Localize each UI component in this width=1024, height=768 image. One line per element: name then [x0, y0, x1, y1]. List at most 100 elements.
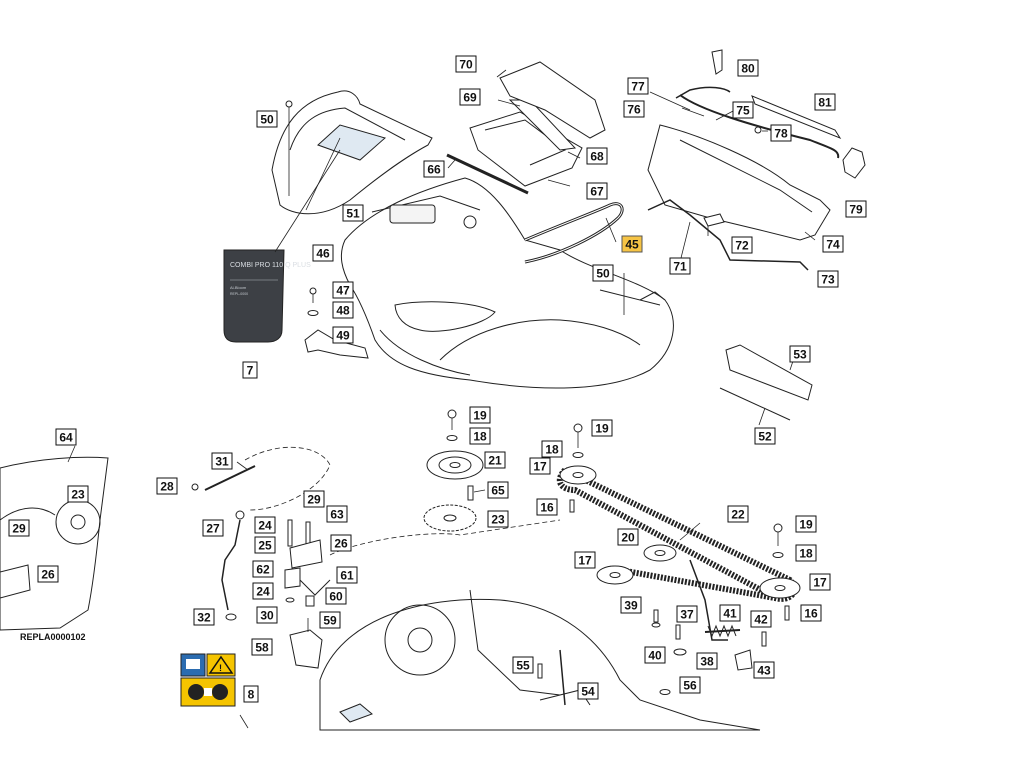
callout-label: 37 — [680, 608, 694, 622]
callout-18c: 18 — [795, 544, 817, 562]
callout-label: 24 — [256, 585, 270, 599]
callout-label: 38 — [700, 655, 714, 669]
callout-label: 31 — [215, 455, 229, 469]
callout-24b: 24 — [252, 582, 274, 600]
callout-label: 8 — [248, 688, 255, 702]
callout-label: 28 — [160, 480, 174, 494]
callout-label: 49 — [336, 329, 350, 343]
callout-17b: 17 — [574, 551, 596, 569]
callout-46: 46 — [312, 244, 334, 262]
callout-22: 22 — [727, 505, 749, 523]
callout-label: 23 — [71, 488, 85, 502]
callout-20: 20 — [617, 528, 639, 546]
callout-29a: 29 — [303, 490, 325, 508]
svg-text:!: ! — [219, 663, 222, 673]
callout-label: 63 — [330, 508, 344, 522]
callout-72: 72 — [731, 236, 753, 254]
callout-label: 76 — [627, 103, 641, 117]
callout-68: 68 — [586, 147, 608, 165]
callout-23a: 23 — [67, 485, 89, 503]
callout-label: 19 — [799, 518, 813, 532]
callout-38: 38 — [696, 652, 718, 670]
callout-label: 50 — [596, 267, 610, 281]
callout-63: 63 — [326, 505, 348, 523]
callout-74: 74 — [822, 235, 844, 253]
rear-housing-parts — [647, 49, 866, 271]
callout-label: 29 — [307, 493, 321, 507]
callout-label: 21 — [488, 454, 502, 468]
callout-21: 21 — [484, 451, 506, 469]
callout-31: 31 — [211, 452, 233, 470]
callout-label: 66 — [427, 163, 441, 177]
callout-label: 81 — [818, 96, 832, 110]
callout-67: 67 — [586, 182, 608, 200]
callout-label: 18 — [799, 547, 813, 561]
callout-label: 30 — [260, 609, 274, 623]
callout-54: 54 — [577, 682, 599, 700]
callout-52: 52 — [754, 427, 776, 445]
callout-18b: 18 — [541, 440, 563, 458]
callout-7: 7 — [242, 361, 258, 379]
callout-32: 32 — [193, 608, 215, 626]
pulley-parts — [423, 409, 484, 532]
callout-61: 61 — [336, 566, 358, 584]
callout-41: 41 — [719, 604, 741, 622]
callout-label: 55 — [516, 659, 530, 673]
side-panel-parts — [719, 344, 813, 421]
callout-label: 69 — [463, 91, 477, 105]
callout-18a: 18 — [469, 427, 491, 445]
callout-70: 70 — [455, 55, 477, 73]
callout-label: 58 — [255, 641, 269, 655]
callout-label: 51 — [346, 207, 360, 221]
callout-label: 79 — [849, 203, 863, 217]
callout-label: 73 — [821, 273, 835, 287]
callout-49: 49 — [332, 326, 354, 344]
callout-label: 17 — [578, 554, 592, 568]
callout-label: 74 — [826, 238, 840, 252]
callout-42: 42 — [750, 610, 772, 628]
callout-label: 17 — [533, 460, 547, 474]
callout-77: 77 — [627, 77, 649, 95]
callout-label: 25 — [258, 539, 272, 553]
callout-label: 61 — [340, 569, 354, 583]
tension-parts — [651, 559, 767, 671]
callout-label: 70 — [459, 58, 473, 72]
callout-80: 80 — [737, 59, 759, 77]
callout-78: 78 — [770, 124, 792, 142]
callout-19a: 19 — [469, 406, 491, 424]
callout-label: 56 — [683, 679, 697, 693]
callout-17c: 17 — [809, 573, 831, 591]
callout-66: 66 — [423, 160, 445, 178]
main-body-part — [340, 177, 674, 389]
callout-47: 47 — [332, 281, 354, 299]
callout-69: 69 — [459, 88, 481, 106]
callout-label: 27 — [206, 522, 220, 536]
callout-label: 59 — [323, 614, 337, 628]
callout-28: 28 — [156, 477, 178, 495]
callout-24a: 24 — [254, 516, 276, 534]
callout-26b: 26 — [37, 565, 59, 583]
callout-16a: 16 — [536, 498, 558, 516]
callout-label: 39 — [624, 599, 638, 613]
callout-76: 76 — [623, 100, 645, 118]
callout-40: 40 — [644, 646, 666, 664]
seat-rail-parts — [446, 61, 606, 195]
callout-label: 77 — [631, 80, 645, 94]
callout-label: 20 — [621, 531, 635, 545]
decal-title: COMBI PRO 110 Q PLUS — [230, 262, 311, 269]
callout-label: 23 — [491, 513, 505, 527]
callout-label: 62 — [256, 563, 270, 577]
callout-75: 75 — [732, 101, 754, 119]
callout-label: 22 — [731, 508, 745, 522]
callout-53: 53 — [789, 345, 811, 363]
callout-27: 27 — [202, 519, 224, 537]
callout-8: 8 — [243, 685, 259, 703]
warning-labels: ! — [180, 653, 236, 707]
callout-23b: 23 — [487, 510, 509, 528]
decal-part: COMBI PRO 110 Q PLUS Al-Bloom REPL-0000 — [223, 149, 341, 343]
callout-label: 50 — [260, 113, 274, 127]
callout-label: 40 — [648, 649, 662, 663]
callout-65: 65 — [487, 481, 509, 499]
